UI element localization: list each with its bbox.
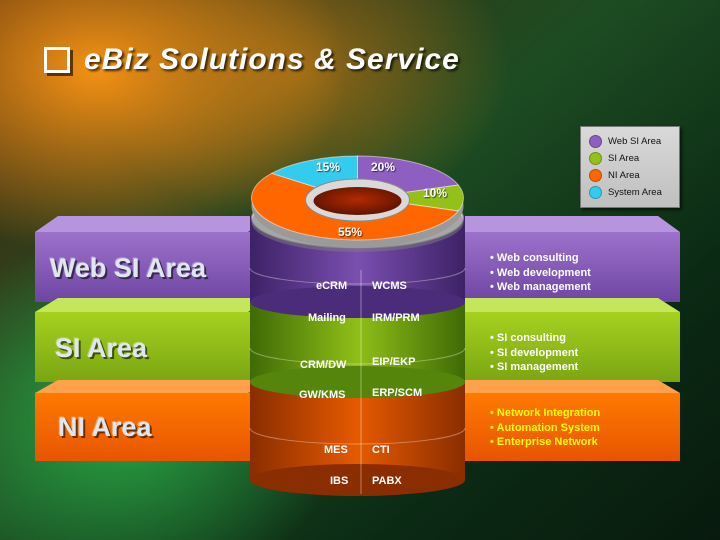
cell-ecrm: eCRM <box>316 280 348 292</box>
legend-swatch-system <box>589 185 602 199</box>
legend-label: System Area <box>608 186 662 198</box>
bullet-item: • Web consulting <box>490 252 579 264</box>
legend-swatch-si <box>589 151 602 165</box>
bullet-item: • SI management <box>490 361 579 373</box>
band-si-right-slab <box>465 312 680 382</box>
donut-chart <box>251 155 464 248</box>
band-label-web-si: Web SI Area <box>50 253 207 283</box>
cylinder <box>249 215 466 496</box>
cell-mailing: Mailing <box>308 312 346 324</box>
cell-wcms: WCMS <box>372 280 407 292</box>
checkbox-icon <box>44 47 70 73</box>
slice-label-web-si: 20% <box>371 160 396 174</box>
band-si-slab <box>35 312 260 382</box>
bullet-item: • SI development <box>490 346 579 359</box>
band-web-si-top <box>35 216 272 232</box>
band-web-si-right-top <box>465 216 680 232</box>
bullet-item: • SI consulting <box>490 332 566 344</box>
ni-bullets: • Network Integration • Automation Syste… <box>490 406 600 450</box>
bullet-item: • Enterprise Network <box>490 436 598 448</box>
band-web-si-slab <box>35 232 260 302</box>
cell-mes: MES <box>324 444 348 456</box>
band-web-si-right-slab <box>465 232 680 302</box>
cylinder-green-bottom <box>250 366 465 398</box>
web-si-bullets: • Web consulting • Web development • Web… <box>490 251 591 295</box>
legend: Web SI Area SI Area NI Area System Area <box>580 126 680 208</box>
donut-hole <box>313 187 402 215</box>
band-label-ni: NI Area <box>58 412 152 442</box>
cylinder-purple-bottom <box>250 286 465 318</box>
cell-erp-scm: ERP/SCM <box>372 387 423 399</box>
cylinder-row-line <box>249 347 466 365</box>
bullet-item: • Network Integration <box>490 407 601 419</box>
band-ni-right-top <box>465 380 680 393</box>
band-ni-right-slab <box>465 393 680 461</box>
slide-title: eBiz Solutions & Service <box>44 40 460 80</box>
band-label-si: SI Area <box>55 333 148 363</box>
slice-label-system: 15% <box>316 160 341 174</box>
band-si-right-top <box>465 298 680 312</box>
cell-gw-kms: GW/KMS <box>299 389 346 401</box>
legend-item: NI Area <box>589 168 640 182</box>
legend-label: SI Area <box>608 152 640 164</box>
legend-item: SI Area <box>589 151 639 165</box>
cell-eip-ekp: EIP/EKP <box>372 356 416 368</box>
legend-item: Web SI Area <box>589 134 661 148</box>
bullet-item: • Web development <box>490 266 591 279</box>
cylinder-bottom <box>250 464 465 496</box>
bullet-item: • Web management <box>490 281 591 293</box>
band-si-top <box>35 298 272 312</box>
band-right-shapes <box>465 216 680 461</box>
cell-ibs: IBS <box>330 475 349 487</box>
legend-label: NI Area <box>608 169 640 181</box>
slice-label-si: 10% <box>423 186 448 200</box>
legend-swatch-web-si <box>589 134 602 148</box>
cylinder-row-line <box>249 267 466 285</box>
cell-crm-dw: CRM/DW <box>300 359 347 371</box>
cell-cti: CTI <box>372 444 390 456</box>
cell-pabx: PABX <box>372 475 402 487</box>
cylinder-row-line <box>249 427 466 445</box>
band-left-shapes <box>35 216 272 461</box>
cell-irm-prm: IRM/PRM <box>372 312 420 324</box>
title-text: eBiz Solutions & Service <box>84 43 460 76</box>
band-ni-slab <box>35 393 260 461</box>
slice-label-ni: 55% <box>338 225 363 239</box>
legend-swatch-ni <box>589 168 602 182</box>
legend-item: System Area <box>589 185 662 199</box>
band-ni-top <box>35 380 272 393</box>
legend-label: Web SI Area <box>608 135 662 147</box>
si-bullets: • SI consulting • SI development • SI ma… <box>490 331 578 375</box>
bullet-item: • Automation System <box>490 421 600 434</box>
